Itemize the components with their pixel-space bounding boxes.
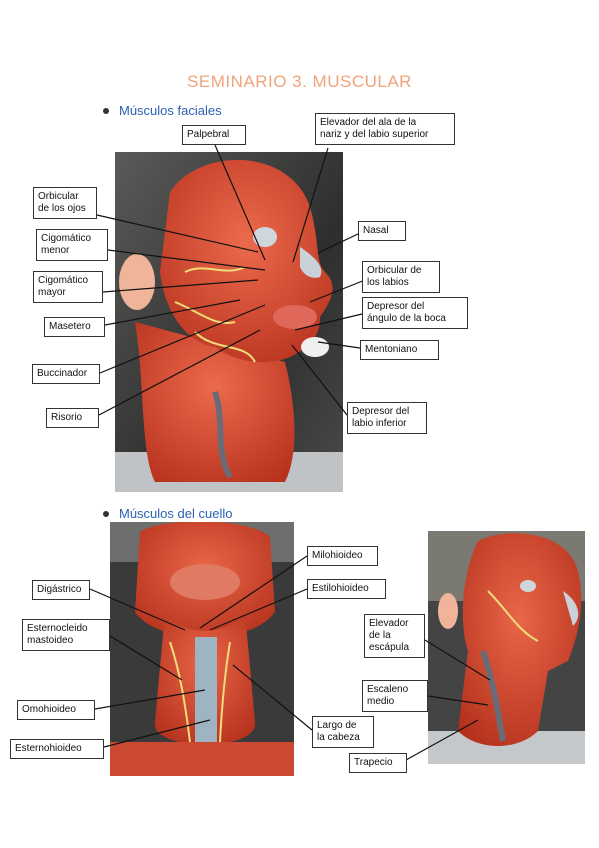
label-milohioideo: Milohioideo [307, 546, 378, 566]
label-largo-cabeza: Largo de la cabeza [312, 716, 374, 748]
label-palpebral: Palpebral [182, 125, 246, 145]
neck-muscles-side-photo [428, 531, 585, 764]
section-label: Músculos del cuello [119, 506, 233, 521]
label-omohioideo: Omohioideo [17, 700, 95, 720]
label-risorio: Risorio [46, 408, 99, 428]
neck-muscles-front-photo [110, 522, 294, 776]
bullet-icon [103, 107, 109, 114]
label-nasal: Nasal [358, 221, 406, 241]
label-escaleno-medio: Escaleno medio [362, 680, 428, 712]
label-depresor-angulo-boca: Depresor del ángulo de la boca [362, 297, 468, 329]
label-orbicular-labios: Orbicular de los labios [362, 261, 440, 293]
page-title: SEMINARIO 3. MUSCULAR [187, 72, 412, 91]
label-esternocleidomastoideo: Esternocleido mastoideo [22, 619, 110, 651]
label-depresor-labio-inferior: Depresor del labio inferior [347, 402, 427, 434]
label-masetero: Masetero [44, 317, 105, 337]
bullet-icon [103, 510, 109, 517]
section-label: Músculos faciales [119, 103, 222, 118]
label-cigomatico-mayor: Cigomático mayor [33, 271, 103, 303]
section-heading-cuello: Músculos del cuello [103, 506, 232, 521]
label-cigomatico-menor: Cigomático menor [36, 229, 108, 261]
facial-muscles-photo [115, 152, 343, 492]
label-elevador-escapula: Elevador de la escápula [364, 614, 425, 658]
label-esternohioideo: Esternohioideo [10, 739, 104, 759]
label-buccinador: Buccinador [32, 364, 100, 384]
label-digastrico: Digástrico [32, 580, 90, 600]
section-heading-faciales: Músculos faciales [103, 103, 222, 118]
label-trapecio: Trapecio [349, 753, 407, 773]
label-elevador-ala-nariz: Elevador del ala de la nariz y del labio… [315, 113, 455, 145]
label-orbicular-ojos: Orbicular de los ojos [33, 187, 97, 219]
label-estilohioideo: Estilohioideo [307, 579, 386, 599]
label-mentoniano: Mentoniano [360, 340, 439, 360]
